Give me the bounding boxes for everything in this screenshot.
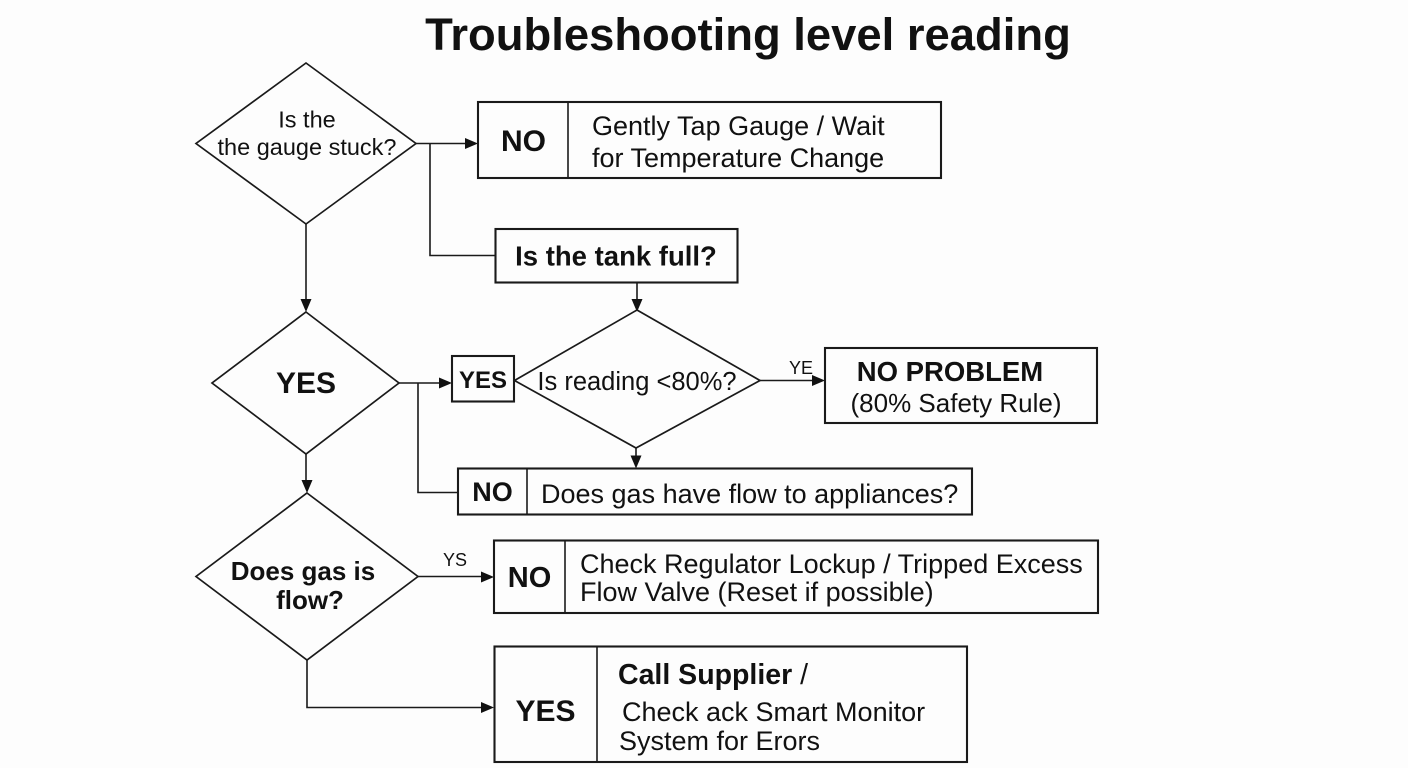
svg-text:Gently Tap Gauge / Wait: Gently Tap Gauge / Wait [592, 111, 885, 141]
svg-text:Flow Valve (Reset if possible): Flow Valve (Reset if possible) [580, 577, 934, 607]
svg-text:NO: NO [501, 125, 546, 158]
svg-text:YS: YS [443, 550, 467, 570]
svg-text:Troubleshooting level reading: Troubleshooting level reading [425, 9, 1071, 60]
svg-text:Is the tank full?: Is the tank full? [515, 241, 717, 272]
svg-text:YES: YES [276, 367, 336, 400]
svg-text:NO: NO [472, 477, 513, 507]
svg-text:YES: YES [515, 695, 575, 728]
svg-text:Check ack Smart Monitor: Check ack Smart Monitor [622, 697, 925, 727]
svg-text:YE: YE [789, 358, 813, 378]
svg-text:Is the: Is the [278, 107, 335, 133]
svg-text:System for Erors: System for Erors [619, 726, 820, 756]
svg-text:YES: YES [459, 367, 507, 394]
svg-text:Is reading <80%?: Is reading <80%? [537, 368, 736, 396]
svg-text:Check Regulator Lockup / Tripp: Check Regulator Lockup / Tripped Excess [580, 549, 1083, 579]
svg-text:for Temperature Change: for Temperature Change [592, 143, 884, 173]
svg-text:Does gas is: Does gas is [231, 556, 376, 586]
svg-text:the gauge stuck?: the gauge stuck? [218, 134, 397, 160]
svg-text:Call Supplier /: Call Supplier / [618, 659, 808, 691]
svg-text:(80% Safety Rule): (80% Safety Rule) [851, 388, 1062, 418]
svg-text:NO: NO [508, 562, 552, 594]
svg-text:flow?: flow? [276, 585, 344, 615]
svg-text:Does gas have flow to applianc: Does gas have flow to appliances? [541, 479, 958, 509]
svg-text:NO PROBLEM: NO PROBLEM [857, 356, 1043, 387]
